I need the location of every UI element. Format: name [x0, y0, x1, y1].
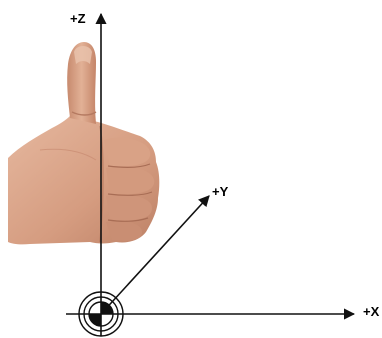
- y-axis-label: +Y: [212, 185, 228, 198]
- x-axis-label: +X: [363, 305, 379, 318]
- thumbs-up-hand-icon: [8, 42, 159, 244]
- z-axis-label: +Z: [70, 12, 86, 25]
